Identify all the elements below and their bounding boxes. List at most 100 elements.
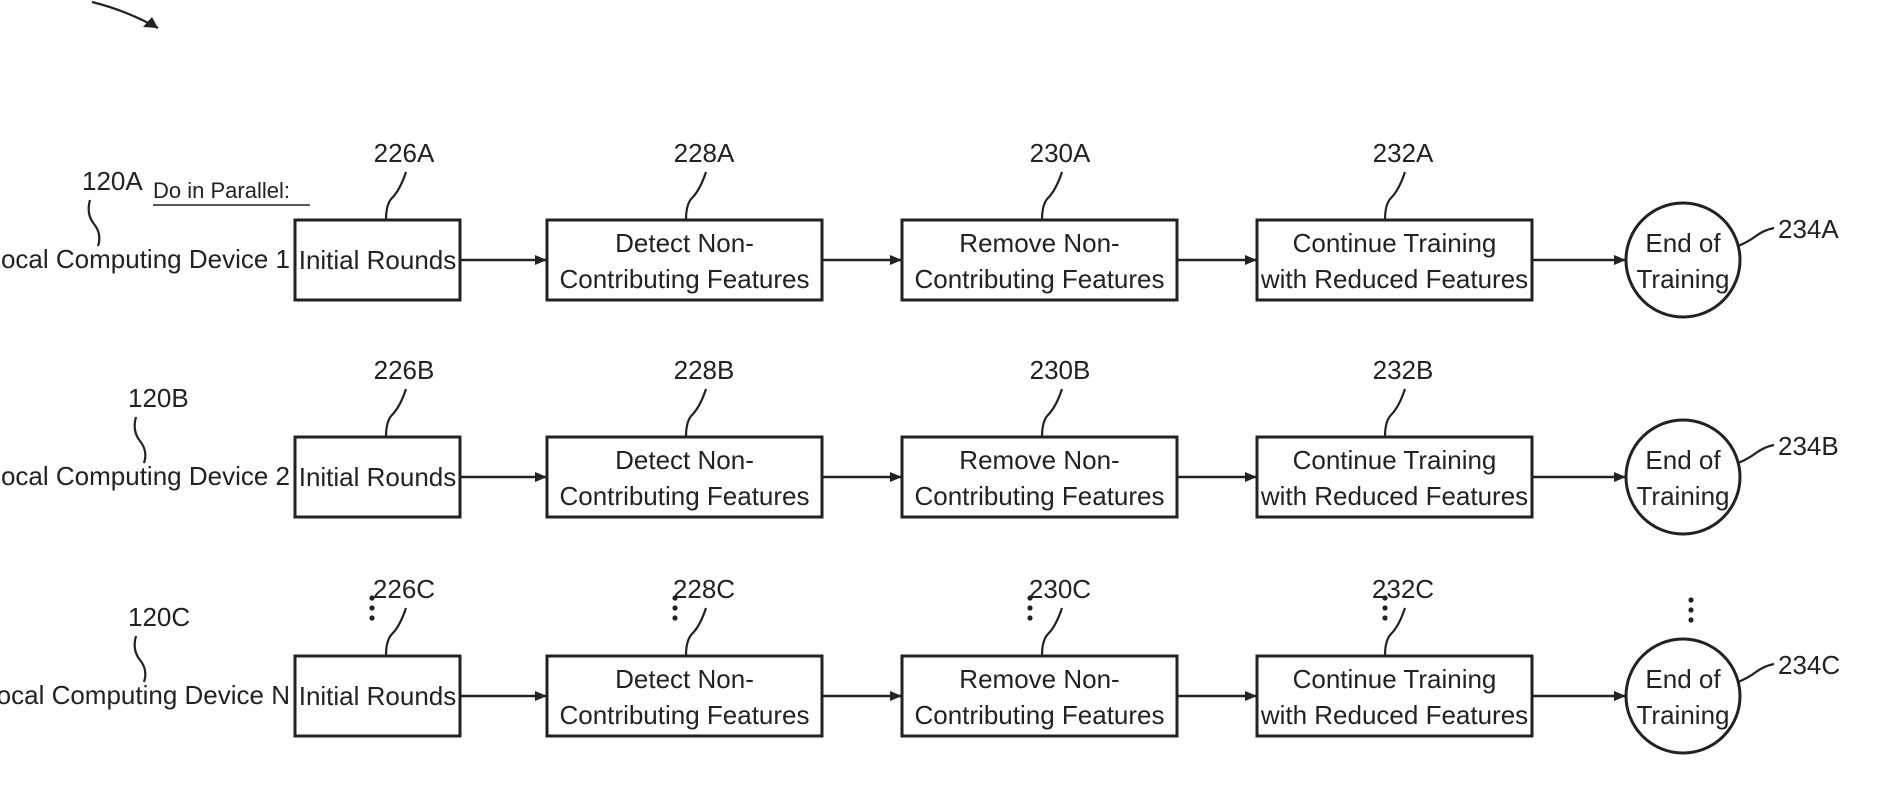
step-ref-label: 232B	[1373, 355, 1434, 385]
step-ref-leader	[1042, 608, 1062, 656]
end-node-outline	[1626, 420, 1740, 534]
step-label-line: Contributing Features	[914, 264, 1164, 294]
device-ref-leader	[135, 636, 146, 682]
step-ref-label: 228B	[674, 355, 735, 385]
step-ref-leader	[686, 172, 706, 220]
continuation-dot	[369, 605, 374, 610]
step-label-line: Detect Non-	[615, 228, 754, 258]
step-ref-leader	[1042, 389, 1062, 437]
end-of-training-node: End of Training 234B	[1626, 420, 1839, 534]
process-step-box: Initial Rounds 226B	[295, 355, 460, 517]
step-label-line: Detect Non-	[615, 664, 754, 694]
end-label-line: End of	[1645, 228, 1721, 258]
process-step-box: Detect Non- Contributing Features 228A	[547, 138, 822, 300]
step-ref-label: 226C	[373, 574, 435, 604]
process-step-box: Detect Non-Contributing Features228B	[547, 355, 822, 517]
continuation-dot	[1688, 607, 1693, 612]
step-label-line: Contributing Features	[914, 481, 1164, 511]
device-ref-label: 120C	[128, 602, 190, 632]
continuation-dot	[1027, 615, 1032, 620]
step-label-line: with Reduced Features	[1260, 700, 1528, 730]
step-label-line: Contributing Features	[559, 264, 809, 294]
step-label-line: Continue Training	[1293, 445, 1497, 475]
end-label-line: End of	[1645, 445, 1721, 475]
end-ref-label: 234B	[1778, 431, 1839, 461]
step-ref-leader	[1385, 389, 1405, 437]
step-ref-leader	[1042, 172, 1062, 220]
device-ref-leader	[89, 200, 100, 246]
device-ref-label: 120B	[128, 383, 189, 413]
continuation-dot	[1027, 605, 1032, 610]
step-ref-label: 228C	[673, 574, 735, 604]
step-ref-label: 232A	[1373, 138, 1434, 168]
step-ref-leader	[686, 608, 706, 656]
process-step-box: Initial Rounds 226C	[295, 574, 460, 736]
step-ref-label: 228A	[674, 138, 735, 168]
continuation-dot	[672, 615, 677, 620]
rows-layer: 120ALocal Computing Device 1Initial Roun…	[0, 138, 1840, 753]
parallel-label: Do in Parallel:	[153, 178, 290, 203]
process-step-box: Remove Non- Contributing Features 230C	[902, 574, 1177, 736]
device-row: 120ALocal Computing Device 1Initial Roun…	[0, 138, 1839, 317]
step-ref-label: 232C	[1372, 574, 1434, 604]
end-label-line: End of	[1645, 664, 1721, 694]
process-step-box: Continue Training with Reduced Features 23…	[1257, 574, 1532, 736]
step-ref-leader	[1385, 172, 1405, 220]
end-ref-label: 234A	[1778, 214, 1839, 244]
step-ref-label: 230A	[1030, 138, 1091, 168]
end-ref-label: 234C	[1778, 650, 1840, 680]
process-step-box: Remove Non- Contributing Features 230A	[902, 138, 1177, 300]
continuation-dot	[369, 615, 374, 620]
step-label-line: Continue Training	[1293, 664, 1497, 694]
end-node-outline	[1626, 203, 1740, 317]
continuation-dot	[1382, 595, 1387, 600]
step-label-line: Contributing Features	[559, 700, 809, 730]
step-ref-label: 226A	[374, 138, 435, 168]
step-label-line: Initial Rounds	[299, 681, 457, 711]
step-label-line: Continue Training	[1293, 228, 1497, 258]
step-ref-leader	[386, 389, 406, 437]
continuation-dot	[1382, 605, 1387, 610]
process-step-box: Initial Rounds 226A	[295, 138, 460, 300]
device-label: Local Computing Device 2	[0, 461, 290, 491]
end-label-line: Training	[1637, 700, 1730, 730]
device-row: 120CLocal Computing Device NInitial Roun…	[0, 574, 1840, 753]
continuation-dot	[1688, 617, 1693, 622]
step-ref-label: 230C	[1029, 574, 1091, 604]
step-label-line: Remove Non-	[959, 664, 1119, 694]
step-label-line: Initial Rounds	[299, 462, 457, 492]
step-label-line: with Reduced Features	[1260, 481, 1528, 511]
step-ref-leader	[386, 172, 406, 220]
step-label-line: Contributing Features	[914, 700, 1164, 730]
continuation-dot	[1688, 597, 1693, 602]
process-step-box: Remove Non-Contributing Features230B	[902, 355, 1177, 517]
end-label-line: Training	[1637, 481, 1730, 511]
continuation-dot	[672, 595, 677, 600]
end-label-line: Training	[1637, 264, 1730, 294]
continuation-dot	[369, 595, 374, 600]
continuation-dot	[672, 605, 677, 610]
step-ref-label: 226B	[374, 355, 435, 385]
device-ref-leader	[135, 417, 146, 463]
end-ref-leader	[1738, 228, 1774, 246]
step-label-line: with Reduced Features	[1260, 264, 1528, 294]
step-label-line: Remove Non-	[959, 228, 1119, 258]
device-label: Local Computing Device 1	[0, 244, 290, 274]
step-ref-label: 230B	[1030, 355, 1091, 385]
end-of-training-node: End of Training 234C	[1626, 597, 1840, 753]
end-node-outline	[1626, 639, 1740, 753]
end-ref-leader	[1738, 664, 1774, 682]
figure-pointer-arrow	[92, 2, 158, 28]
continuation-dot	[1382, 615, 1387, 620]
end-of-training-node: End of Training 234A	[1626, 203, 1839, 317]
step-label-line: Initial Rounds	[299, 245, 457, 275]
step-ref-leader	[1385, 608, 1405, 656]
process-step-box: Detect Non- Contributing Features 228C	[547, 574, 822, 736]
device-row: 120BLocal Computing Device 2Initial Roun…	[0, 355, 1839, 534]
end-ref-leader	[1738, 445, 1774, 463]
device-ref-label: 120A	[82, 166, 143, 196]
process-step-box: Continue Training with Reduced Features 23…	[1257, 138, 1532, 300]
process-step-box: Continue Training with Reduced Features 23…	[1257, 355, 1532, 517]
continuation-dot	[1027, 595, 1032, 600]
